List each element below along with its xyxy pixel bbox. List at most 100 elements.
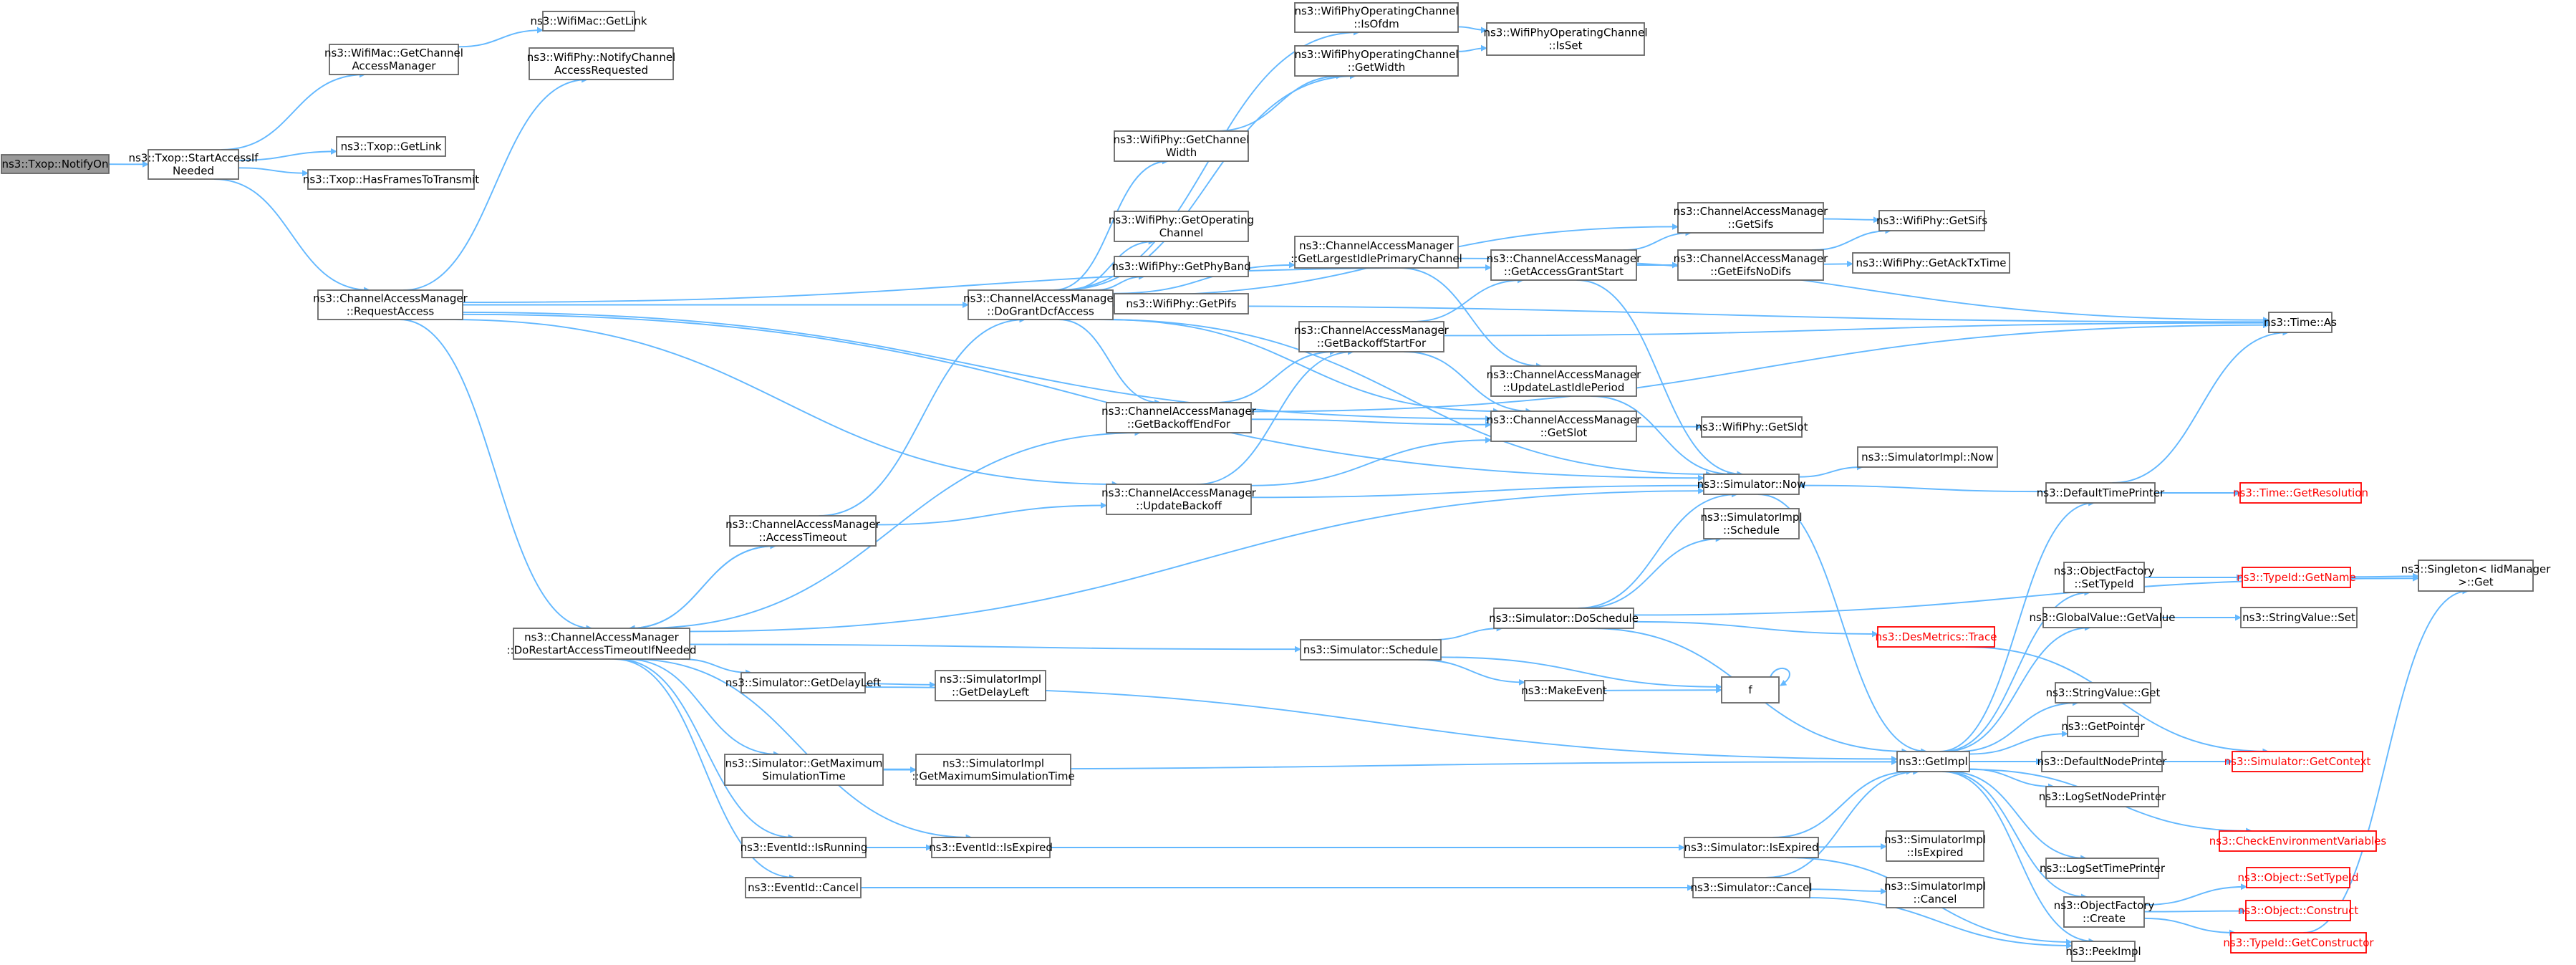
node-label: ns3::ChannelAccessManager: [725, 518, 880, 531]
node-getimpl[interactable]: ns3::GetImpl: [1896, 751, 1970, 772]
node-getphyband[interactable]: ns3::WifiPhy::GetPhyBand: [1111, 256, 1251, 277]
edge-line: [864, 686, 1898, 762]
edge-getbackoffend-to-getslot: [1250, 418, 1492, 428]
node-simisexpired[interactable]: ns3::Simulator::IsExpired: [1684, 837, 1819, 858]
node-geteifs[interactable]: ns3::ChannelAccessManager::GetEifsNoDifs: [1674, 249, 1828, 281]
node-eidcancel[interactable]: ns3::EventId::Cancel: [745, 877, 862, 898]
node-implmaxsim[interactable]: ns3::SimulatorImpl::GetMaximumSimulation…: [912, 754, 1075, 786]
node-accesstimeout[interactable]: ns3::ChannelAccessManager::AccessTimeout: [725, 515, 881, 547]
node-box: [1703, 474, 1800, 495]
node-f[interactable]: f: [1721, 676, 1780, 704]
node-simcancel[interactable]: ns3::Simulator::Cancel: [1690, 877, 1813, 898]
node-typeidgetname[interactable]: ns3::TypeId::GetName: [2237, 567, 2356, 588]
node-stringvalueset[interactable]: ns3::StringValue::Set: [2240, 607, 2358, 628]
node-getpointer[interactable]: ns3::GetPointer: [2061, 716, 2145, 737]
node-label: Width: [1166, 146, 1197, 159]
edge-line: [2112, 329, 2290, 484]
node-checkenv[interactable]: ns3::CheckEnvironmentVariables: [2209, 830, 2387, 852]
node-impldelayleft[interactable]: ns3::SimulatorImpl::GetDelayLeft: [935, 670, 1046, 701]
node-largestidle[interactable]: ns3::ChannelAccessManager::GetLargestIdl…: [1291, 236, 1462, 269]
node-box: [2268, 312, 2333, 333]
edge-schedule-to-doschedule: [1432, 625, 1503, 640]
node-isofdm[interactable]: ns3::WifiPhyOperatingChannel::IsOfdm: [1294, 2, 1459, 33]
edge-doschedule-to-simnow: [1578, 491, 1738, 609]
node-isset[interactable]: ns3::WifiPhyOperatingChannel::IsSet: [1483, 22, 1648, 56]
node-getmaxsim[interactable]: ns3::Simulator::GetMaximumSimulationTime: [724, 754, 884, 786]
node-box: [1877, 626, 1995, 648]
node-implisexpired[interactable]: ns3::SimulatorImpl::IsExpired: [1884, 830, 1986, 862]
node-phygetslot[interactable]: ns3::WifiPhy::GetSlot: [1695, 416, 1808, 438]
node-box: [329, 44, 459, 75]
node-singleton[interactable]: ns3::Singleton< IidManager>::Get: [2401, 560, 2552, 592]
node-objsettypeid[interactable]: ns3::Object::SetTypeId: [2238, 867, 2359, 888]
node-isrunning[interactable]: ns3::EventId::IsRunning: [741, 837, 868, 858]
node-label: ns3::ChannelAccessManager: [1101, 486, 1256, 499]
node-logsettime[interactable]: ns3::LogSetTimePrinter: [2040, 858, 2166, 879]
edge-line: [626, 658, 780, 758]
node-globalvalue[interactable]: ns3::GlobalValue::GetValue: [2029, 607, 2176, 628]
node-box: [307, 169, 475, 190]
node-dorestart[interactable]: ns3::ChannelAccessManager::DoRestartAcce…: [506, 628, 697, 660]
node-simnow[interactable]: ns3::Simulator::Now: [1697, 474, 1806, 495]
node-label: ns3::Txop::GetLink: [341, 140, 442, 153]
node-requestaccess[interactable]: ns3::ChannelAccessManager::RequestAccess: [313, 289, 468, 320]
node-getbackoffend[interactable]: ns3::ChannelAccessManager::GetBackoffEnd…: [1101, 402, 1257, 433]
node-label: ::IsSet: [1549, 39, 1583, 52]
node-desmetrics[interactable]: ns3::DesMetrics::Trace: [1876, 626, 1997, 648]
edge-line: [1214, 348, 1336, 403]
edge-dorestart-to-eidisexpired: [631, 658, 973, 841]
node-schedule[interactable]: ns3::Simulator::Schedule: [1300, 639, 1442, 661]
node-getbackoffstart[interactable]: ns3::ChannelAccessManager::GetBackoffSta…: [1294, 321, 1449, 352]
node-notify[interactable]: ns3::Txop::NotifyOn: [1, 154, 110, 174]
edge-line: [1061, 72, 1356, 291]
node-phygetsifs[interactable]: ns3::WifiPhy::GetSifs: [1876, 210, 1987, 231]
node-objfactsettype[interactable]: ns3::ObjectFactory::SetTypeId: [2054, 562, 2155, 593]
node-getpifs[interactable]: ns3::WifiPhy::GetPifs: [1114, 293, 1249, 315]
node-getlink[interactable]: ns3::WifiMac::GetLink: [530, 11, 647, 32]
node-accessgrant[interactable]: ns3::ChannelAccessManager::GetAccessGran…: [1487, 249, 1641, 281]
node-getdelayleft[interactable]: ns3::Simulator::GetDelayLeft: [725, 672, 881, 693]
edge-requestaccess-to-getslot: [462, 311, 1492, 422]
node-objconstruct[interactable]: ns3::Object::Construct: [2238, 900, 2359, 921]
node-objfactcreate[interactable]: ns3::ObjectFactory::Create: [2054, 896, 2155, 928]
node-label: ns3::EventId::Cancel: [748, 881, 859, 894]
node-defaultnode[interactable]: ns3::DefaultNodePrinter: [2037, 751, 2168, 772]
edge-line: [1583, 535, 1722, 609]
node-getslot[interactable]: ns3::ChannelAccessManager::GetSlot: [1487, 411, 1641, 442]
node-implschedule[interactable]: ns3::SimulatorImpl::Schedule: [1700, 508, 1803, 539]
node-notifychannel[interactable]: ns3::WifiPhy::NotifyChannelAccessRequest…: [527, 47, 675, 80]
node-stringvalueget[interactable]: ns3::StringValue::Get: [2046, 682, 2161, 704]
node-label: ns3::Simulator::Schedule: [1303, 643, 1438, 656]
node-eidisexpired[interactable]: ns3::EventId::IsExpired: [929, 837, 1053, 858]
edge-getchannelacc-to-getlink: [458, 27, 544, 48]
node-getcontext[interactable]: ns3::Simulator::GetContext: [2224, 751, 2371, 772]
node-hasframes[interactable]: ns3::Txop::HasFramesToTransmit: [303, 169, 479, 190]
node-implcancel[interactable]: ns3::SimulatorImpl::Cancel: [1884, 877, 1986, 908]
node-simimplnow[interactable]: ns3::SimulatorImpl::Now: [1857, 446, 1998, 468]
node-getwidth[interactable]: ns3::WifiPhyOperatingChannel::GetWidth: [1294, 45, 1459, 77]
node-logsetnode[interactable]: ns3::LogSetNodePrinter: [2039, 786, 2166, 807]
edge-getimpl-to-globalvalue: [1944, 624, 2091, 752]
node-timeas[interactable]: ns3::Time::As: [2264, 312, 2337, 333]
node-getsifs[interactable]: ns3::ChannelAccessManager::GetSifs: [1674, 202, 1828, 234]
node-label: ::GetEifsNoDifs: [1710, 265, 1791, 278]
node-getconstructor[interactable]: ns3::TypeId::GetConstructor: [2223, 932, 2374, 954]
node-doschedule[interactable]: ns3::Simulator::DoSchedule: [1489, 608, 1639, 629]
edge-line: [681, 658, 753, 676]
node-label: ns3::GetImpl: [1899, 755, 1967, 768]
node-getresolution[interactable]: ns3::Time::GetResolution: [2233, 482, 2368, 504]
node-defaulttime[interactable]: ns3::DefaultTimePrinter: [2037, 482, 2165, 504]
node-peekimpl[interactable]: ns3::PeekImpl: [2065, 941, 2141, 962]
node-dogrant[interactable]: ns3::ChannelAccessManager::DoGrantDcfAcc…: [963, 289, 1119, 320]
node-updatelastidle[interactable]: ns3::ChannelAccessManager::UpdateLastIdl…: [1487, 365, 1641, 397]
node-makeevent[interactable]: ns3::MakeEvent: [1521, 680, 1607, 701]
node-updatebackoff[interactable]: ns3::ChannelAccessManager::UpdateBackoff: [1101, 484, 1257, 515]
node-txopgetlink[interactable]: ns3::Txop::GetLink: [336, 136, 446, 157]
node-label: ::GetBackoffStartFor: [1317, 337, 1427, 350]
node-getacktx[interactable]: ns3::WifiPhy::GetAckTxTime: [1852, 252, 2010, 274]
